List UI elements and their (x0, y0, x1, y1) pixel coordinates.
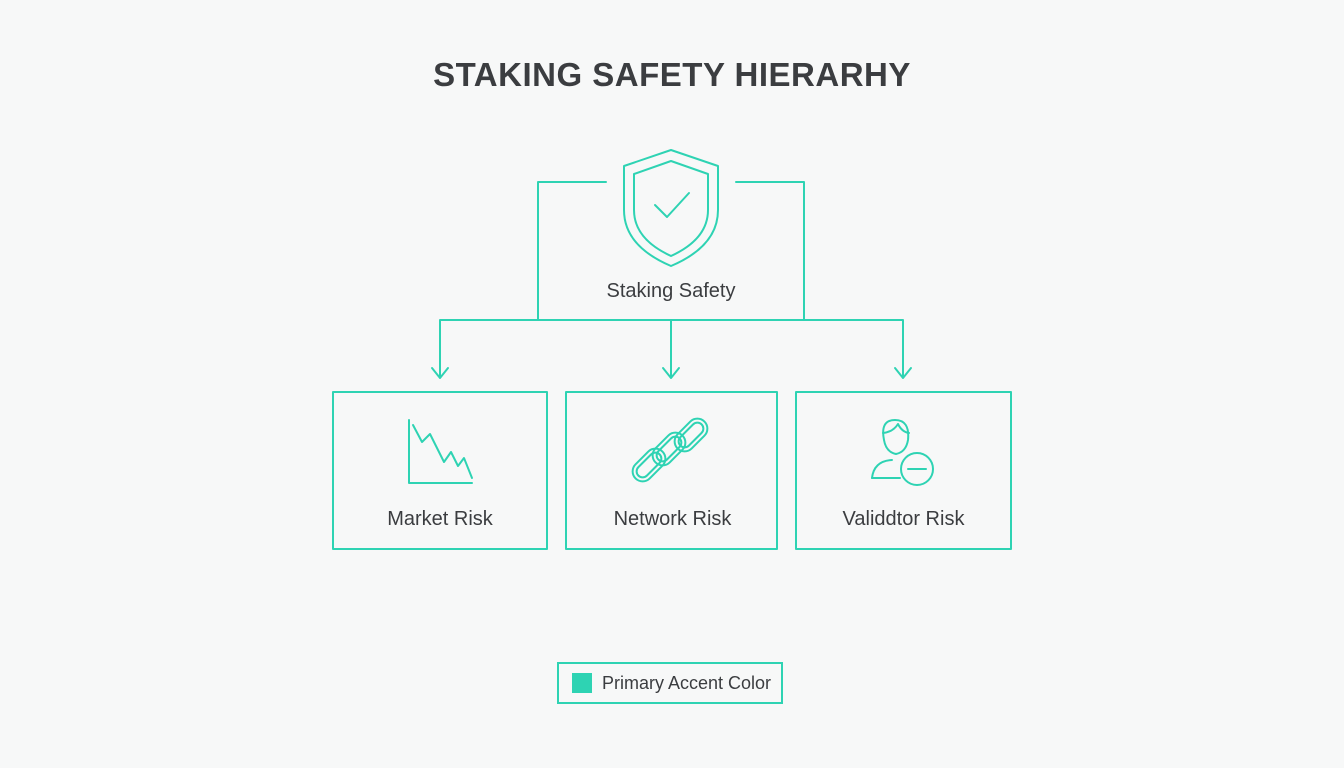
child-label-market: Market Risk (387, 508, 493, 530)
market-risk-box (332, 391, 548, 550)
network-risk-box (565, 391, 778, 550)
legend-swatch (572, 673, 592, 693)
child-label-network: Network Risk (613, 508, 732, 530)
root-label: Staking Safety (606, 280, 736, 302)
user-minus-icon (871, 419, 934, 486)
declining-chart-icon (408, 419, 473, 484)
chain-link-icon (631, 417, 709, 483)
legend-label: Primary Accent Color (602, 672, 772, 693)
page-title: STAKING SAFETY HIERARHY (433, 56, 911, 93)
validator-risk-box (795, 391, 1012, 550)
shield-check-icon (623, 149, 719, 267)
child-label-validator: Validdtor Risk (842, 508, 965, 530)
legend: Primary Accent Color (557, 662, 783, 704)
connector-lines (431, 319, 912, 379)
